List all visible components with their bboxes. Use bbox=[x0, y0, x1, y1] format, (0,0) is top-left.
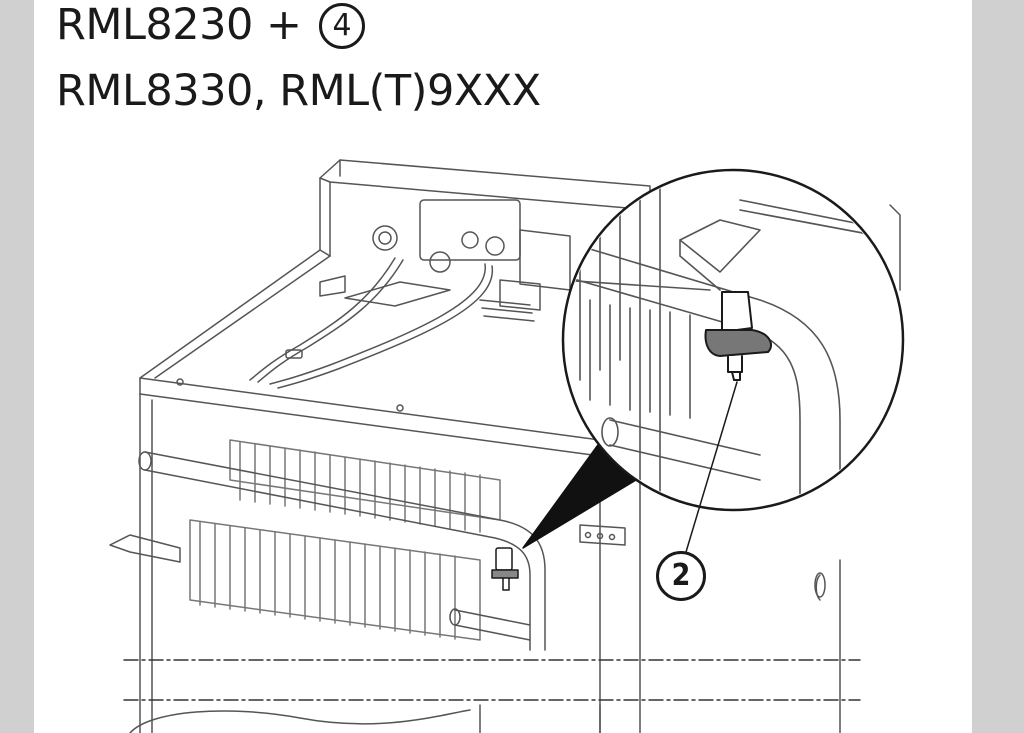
callout-leader bbox=[685, 381, 738, 553]
flue-tube bbox=[109, 451, 626, 651]
circled-step-number: 4 bbox=[318, 3, 365, 49]
lower-fragment bbox=[129, 704, 601, 733]
model-list-1: RML8230 + bbox=[56, 0, 302, 50]
model-heading-line-1: RML8230 + 4 bbox=[56, 0, 365, 50]
model-heading-line-2: RML8330, RML(T)9XXX bbox=[56, 66, 541, 116]
magnified-detail bbox=[561, 168, 905, 512]
section-break-lines bbox=[123, 659, 861, 701]
gas-valve-assembly bbox=[319, 199, 571, 322]
gas-pipes bbox=[249, 257, 493, 389]
callout-number-badge: 2 bbox=[656, 551, 706, 601]
cabinet-frame bbox=[139, 378, 841, 733]
thermocouple-sensor bbox=[491, 547, 519, 591]
